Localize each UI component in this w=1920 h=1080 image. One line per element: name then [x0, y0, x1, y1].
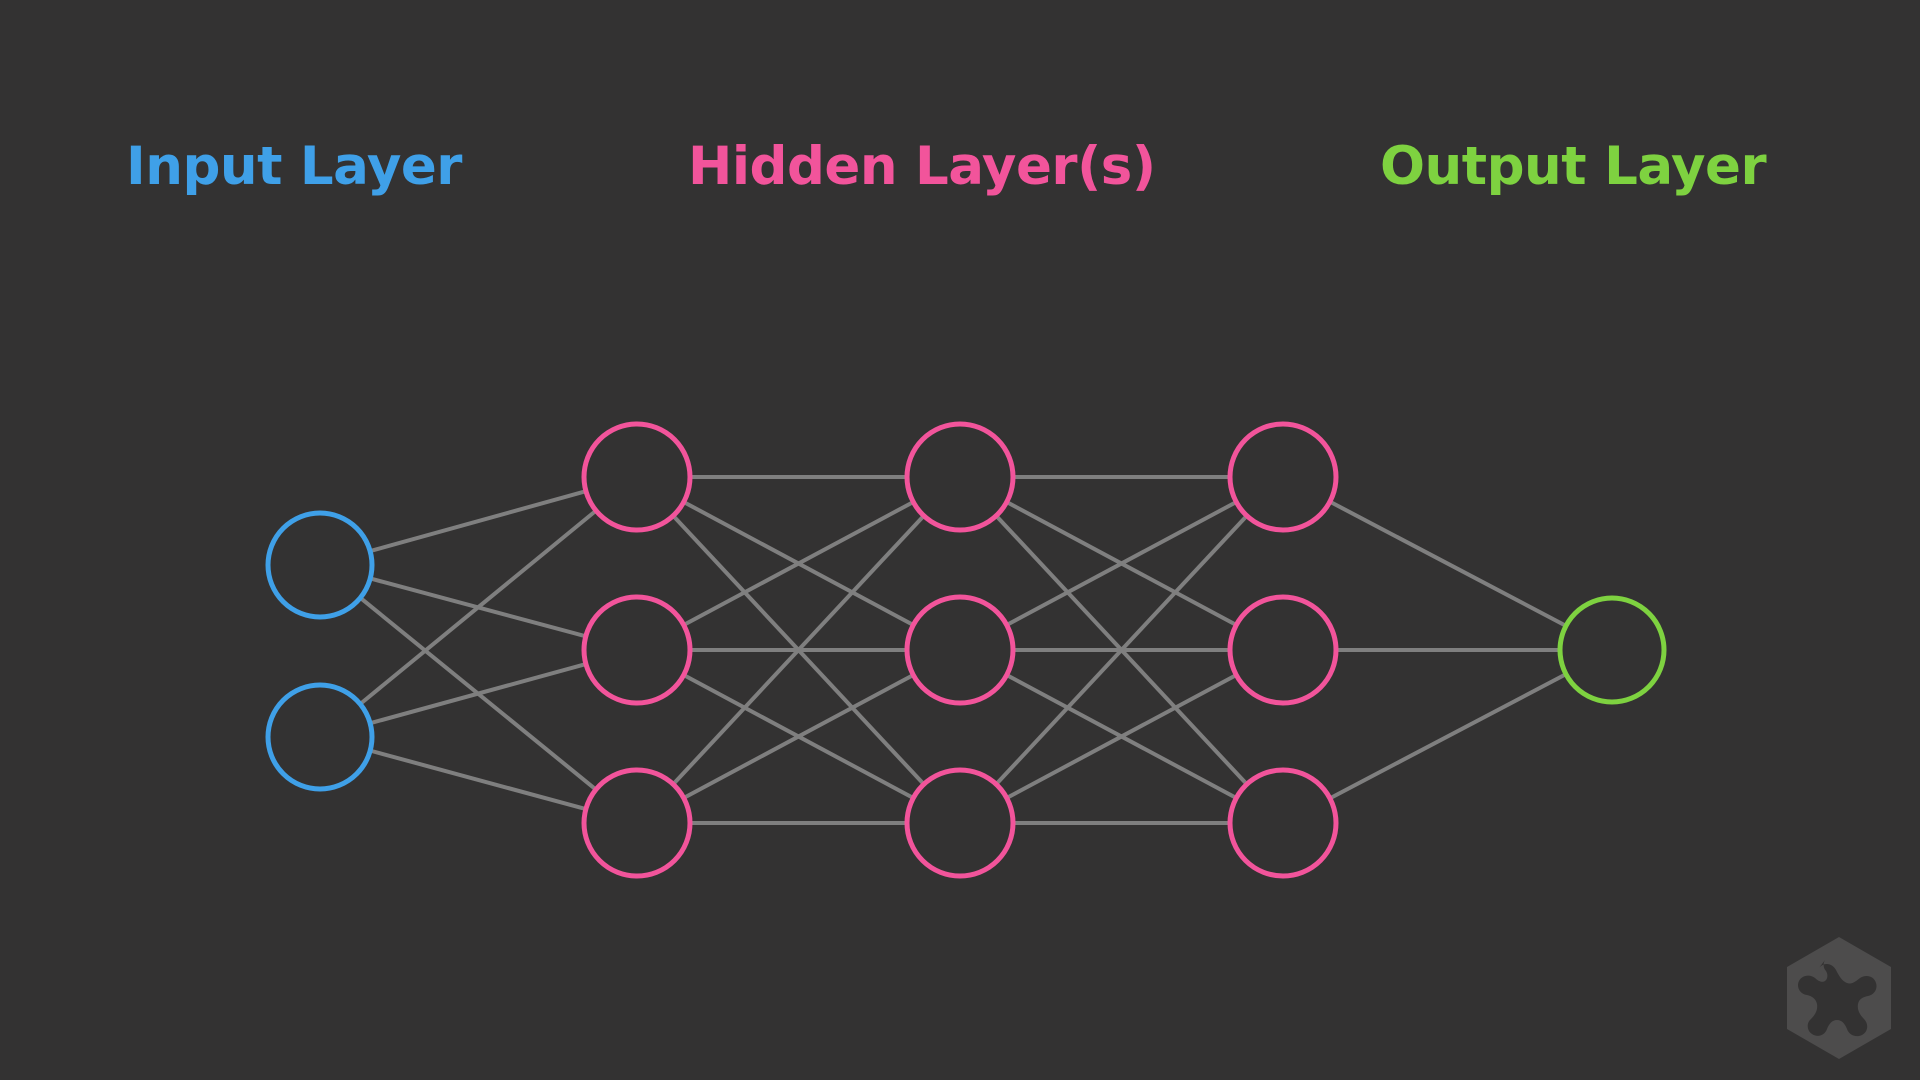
node-hidden3-2[interactable] [1227, 594, 1339, 706]
node-hidden1-3[interactable] [581, 767, 693, 879]
edge-hidden2-1-to-hidden3-0 [1006, 500, 1237, 627]
node-hidden3-1[interactable] [1227, 421, 1339, 533]
node-hidden2-3[interactable] [904, 767, 1016, 879]
edge-input-0-to-hidden1-0 [370, 489, 586, 553]
edge-hidden1-2-to-hidden2-1 [683, 673, 914, 800]
edge-input-1-to-hidden1-0 [359, 509, 597, 705]
watermark-glyph [1797, 960, 1877, 1037]
output-layer-label: Output Layer [1380, 136, 1767, 197]
edges-group [359, 475, 1567, 825]
edge-hidden3-2-to-output-0 [1329, 672, 1567, 800]
edge-hidden1-2-to-hidden2-0 [672, 515, 925, 785]
node-hidden2-1[interactable] [904, 421, 1016, 533]
node-hidden3-3[interactable] [1227, 767, 1339, 879]
nodes-group [265, 421, 1667, 879]
edge-hidden2-2-to-hidden3-1 [1006, 673, 1237, 800]
hidden-layer-label: Hidden Layer(s) [688, 136, 1156, 197]
node-input-2[interactable] [265, 682, 375, 792]
node-hidden1-2[interactable] [581, 594, 693, 706]
node-input-1[interactable] [265, 510, 375, 620]
edge-hidden2-2-to-hidden3-0 [995, 515, 1248, 785]
edge-input-1-to-hidden1-2 [370, 748, 586, 811]
node-hidden2-2[interactable] [904, 594, 1016, 706]
edge-hidden1-1-to-hidden2-0 [683, 500, 914, 627]
edge-input-1-to-hidden1-1 [370, 662, 586, 725]
node-hidden1-1[interactable] [581, 421, 693, 533]
node-output-1[interactable] [1557, 595, 1667, 705]
hexagon-splatter-logo-icon [1787, 937, 1891, 1059]
edge-hidden3-0-to-output-0 [1329, 500, 1567, 628]
input-layer-label: Input Layer [126, 136, 462, 197]
